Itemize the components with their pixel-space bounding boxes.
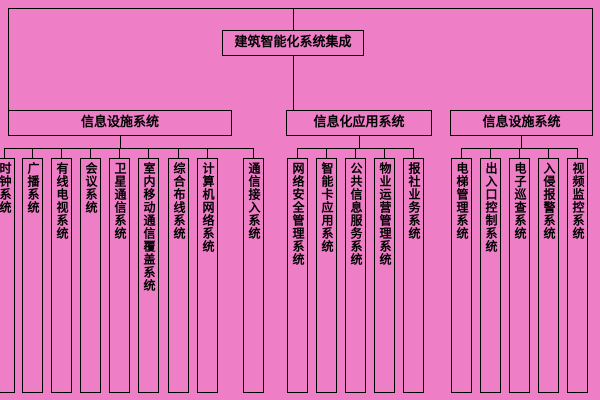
branch-node-info-facility-right: 信息设施系统 [450, 110, 593, 136]
leaf-node-cable-tv-system: 有线电视系统 [51, 158, 72, 393]
connector-top-horizontal [8, 8, 593, 9]
leaf-node-broadcast-system: 广播系统 [22, 158, 43, 393]
leaf-node-press-business-system: 报社业务系统 [403, 158, 424, 393]
connector-left-down [8, 8, 9, 110]
leaf-node-conference-system: 会议系统 [80, 158, 101, 393]
leaf-node-property-operation-mgmt-system: 物业运营管理系统 [374, 158, 395, 393]
leaf-node-access-control-system: 出入口控制系统 [480, 158, 501, 393]
connector-leaf-stub [519, 148, 520, 158]
connector-leaf-stub [32, 148, 33, 158]
leaf-node-comm-access-system: 通信接入系统 [243, 158, 264, 393]
connector-leaf-stub [207, 148, 208, 158]
leaf-node-elevator-mgmt-system: 电梯管理系统 [451, 158, 472, 393]
connector-title-up [293, 8, 294, 30]
connector-rail-left-group [4, 148, 254, 149]
connector-leaf-stub [326, 148, 327, 158]
connector-leaf-stub [178, 148, 179, 158]
connector-branch1-stub [120, 136, 121, 148]
leaf-node-video-surveillance-system: 视频监控系统 [567, 158, 588, 393]
leaf-node-clock-system: 时钟系统 [0, 158, 15, 393]
connector-leaf-stub [384, 148, 385, 158]
leaf-node-indoor-mobile-coverage-system: 室内移动通信覆盖系统 [138, 158, 159, 393]
leaf-node-network-security-mgmt-system: 网络安全管理系统 [287, 158, 308, 393]
leaf-node-smart-card-app-system: 智能卡应用系统 [316, 158, 337, 393]
connector-leaf-stub [413, 148, 414, 158]
connector-leaf-stub [355, 148, 356, 158]
connector-title-middle [293, 56, 294, 110]
leaf-node-computer-network-system: 计算机网络系统 [197, 158, 218, 393]
branch-node-info-application: 信息化应用系统 [286, 110, 432, 136]
connector-leaf-stub [90, 148, 91, 158]
connector-branch2-stub [359, 136, 360, 148]
connector-leaf-stub [490, 148, 491, 158]
connector-leaf-stub [253, 148, 254, 158]
leaf-node-structured-cabling-system: 综合布线系统 [168, 158, 189, 393]
connector-branch3-stub [521, 136, 522, 148]
connector-leaf-stub [4, 148, 5, 158]
leaf-node-public-info-service-system: 公共信息服务系统 [345, 158, 366, 393]
connector-leaf-stub [297, 148, 298, 158]
connector-leaf-stub [461, 148, 462, 158]
root-node: 建筑智能化系统集成 [222, 30, 364, 56]
leaf-node-electronic-patrol-system: 电子巡查系统 [509, 158, 530, 393]
connector-leaf-stub [148, 148, 149, 158]
connector-right-down [592, 8, 593, 110]
branch-node-info-facility-left: 信息设施系统 [8, 110, 232, 136]
connector-leaf-stub [548, 148, 549, 158]
connector-leaf-stub [577, 148, 578, 158]
leaf-node-intrusion-alarm-system: 入侵报警系统 [538, 158, 559, 393]
leaf-node-satellite-comm-system: 卫星通信系统 [109, 158, 130, 393]
connector-leaf-stub [61, 148, 62, 158]
connector-leaf-stub [119, 148, 120, 158]
